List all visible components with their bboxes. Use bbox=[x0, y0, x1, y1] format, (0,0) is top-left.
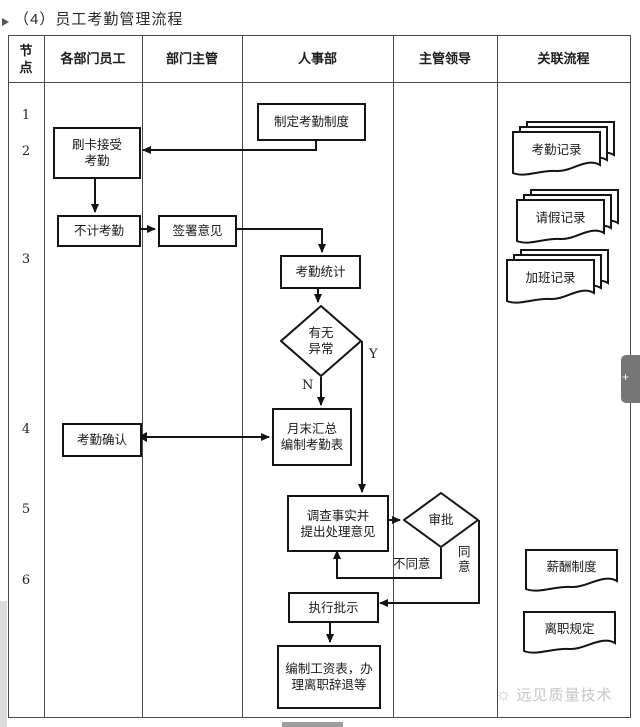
node-number-5: 5 bbox=[21, 502, 31, 517]
decision-any-anomaly-label: 有无 异常 bbox=[308, 326, 334, 356]
node-number-2: 2 bbox=[21, 144, 31, 159]
column-divider bbox=[242, 35, 243, 717]
branch-label-yes: Y bbox=[369, 347, 378, 362]
step-attendance-confirm: 考勤确认 bbox=[62, 423, 142, 457]
step-attendance-stats: 考勤统计 bbox=[280, 255, 361, 289]
doc-attendance-records: 考勤记录 bbox=[512, 121, 616, 179]
column-divider bbox=[393, 35, 394, 717]
doc-salary-policy-label: 薪酬制度 bbox=[546, 560, 597, 574]
column-divider bbox=[497, 35, 498, 717]
column-header-related: 关联流程 bbox=[537, 51, 590, 66]
column-divider bbox=[44, 35, 45, 717]
step-make-attendance-policy: 制定考勤制度 bbox=[257, 103, 366, 141]
stacked-document-shape bbox=[506, 249, 609, 304]
column-header-node: 节 点 bbox=[19, 42, 33, 75]
document-shape bbox=[525, 549, 618, 592]
node-number-6: 6 bbox=[21, 573, 31, 588]
node-number-3: 3 bbox=[21, 252, 31, 267]
header-divider bbox=[8, 82, 630, 83]
doc-resignation-rules-label: 离职规定 bbox=[544, 622, 595, 636]
node-number-1: 1 bbox=[21, 108, 31, 123]
column-divider bbox=[142, 35, 143, 717]
left-gray-strip bbox=[0, 601, 7, 727]
doc-leave-records: 请假记录 bbox=[516, 189, 620, 247]
step-execute-instruction: 执行批示 bbox=[288, 592, 379, 623]
doc-resignation-rules: 离职规定 bbox=[523, 611, 617, 655]
column-header-dept-staff: 各部门员工 bbox=[60, 51, 126, 66]
branch-label-no: N bbox=[302, 378, 314, 393]
stacked-document-shape bbox=[512, 121, 615, 176]
diamond-shape bbox=[280, 305, 362, 377]
stacked-document-shape bbox=[516, 189, 619, 244]
page-title: （4）员工考勤管理流程 bbox=[14, 11, 184, 28]
column-header-hr: 人事部 bbox=[297, 51, 337, 66]
step-not-counted: 不计考勤 bbox=[57, 215, 141, 247]
horizontal-scrollbar-thumb[interactable] bbox=[282, 722, 343, 727]
step-swipe-card-attendance: 刷卡接受 考勤 bbox=[53, 127, 141, 179]
decision-approve-label: 审批 bbox=[428, 513, 454, 527]
doc-leave-records-label: 请假记录 bbox=[535, 210, 586, 225]
watermark: ☼ 远见质量技术 bbox=[495, 684, 613, 705]
step-investigate-propose: 调查事实并 提出处理意见 bbox=[287, 495, 389, 552]
node-number-4: 4 bbox=[21, 422, 31, 437]
step-payroll-and-exit: 编制工资表，办 理离职辞退等 bbox=[277, 645, 381, 709]
step-month-end-summary: 月末汇总 编制考勤表 bbox=[272, 408, 352, 466]
doc-overtime-records: 加班记录 bbox=[506, 249, 610, 307]
title-bullet-icon bbox=[2, 18, 9, 26]
doc-overtime-records-label: 加班记录 bbox=[525, 270, 576, 285]
step-sign-opinion: 签署意见 bbox=[158, 215, 237, 247]
side-handle-tab[interactable]: + bbox=[621, 355, 640, 403]
document-shape bbox=[523, 611, 616, 654]
column-header-dept-manager: 部门主管 bbox=[165, 51, 218, 66]
doc-salary-policy: 薪酬制度 bbox=[525, 549, 619, 593]
decision-approve: 审批 bbox=[403, 492, 479, 548]
branch-label-disagree: 不同意 bbox=[393, 557, 431, 571]
column-header-leader: 主管领导 bbox=[418, 51, 471, 66]
branch-label-agree: 同 意 bbox=[458, 545, 471, 574]
doc-attendance-records-label: 考勤记录 bbox=[531, 142, 582, 157]
watermark-text: 远见质量技术 bbox=[516, 687, 613, 704]
plus-icon: + bbox=[622, 370, 630, 384]
watermark-logo-icon: ☼ bbox=[495, 684, 512, 704]
decision-any-anomaly: 有无 异常 bbox=[280, 305, 362, 377]
